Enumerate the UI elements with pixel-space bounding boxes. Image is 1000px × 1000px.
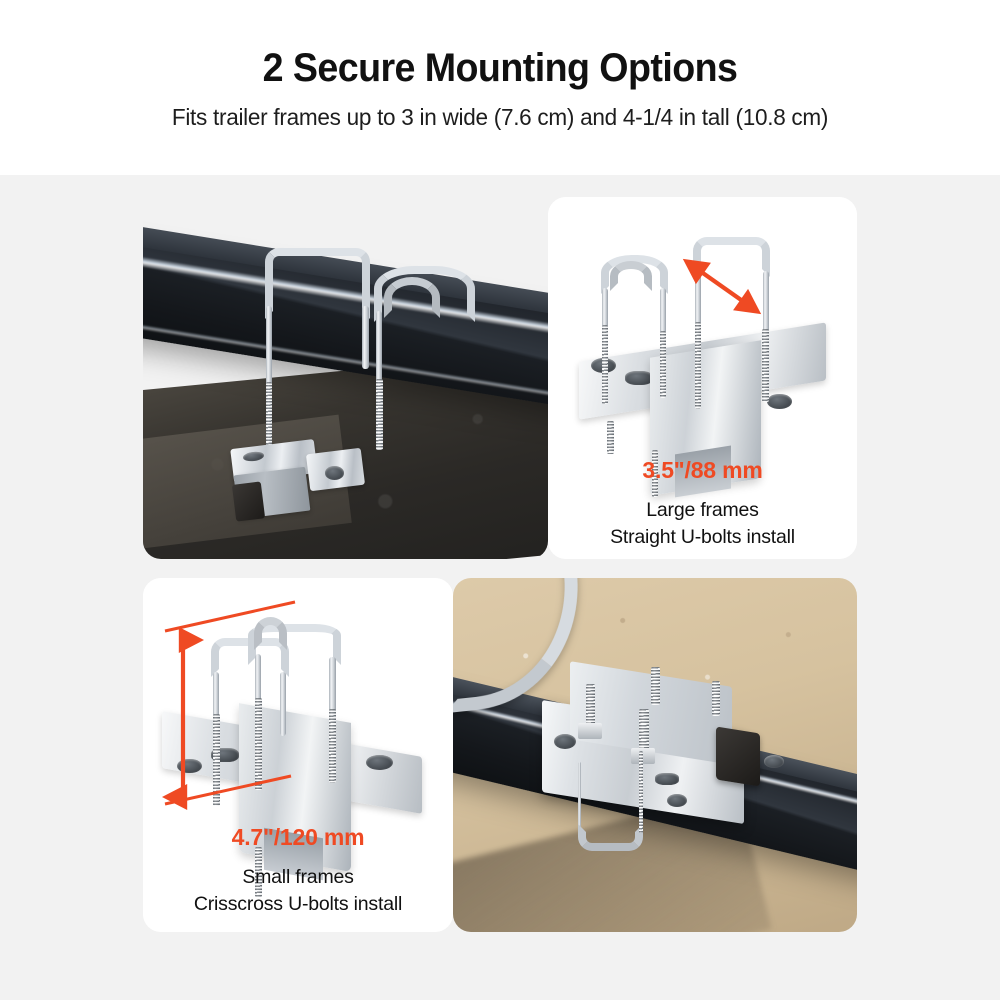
- mount-hole-slot: [625, 370, 654, 386]
- vertical-double-arrow-icon: [162, 600, 296, 811]
- u-bolt-under-beam: [578, 751, 643, 851]
- bolt-upper-mid: [650, 666, 660, 706]
- measurement-label-small: 4.7"/120 mm: [231, 824, 365, 850]
- u-bolt-crossing: [248, 616, 342, 801]
- panel-top-left-photo: [143, 197, 548, 559]
- bolt-front-left: [638, 708, 649, 755]
- bracket-hole-right-2: [764, 755, 785, 768]
- bracket-hole-left-2: [554, 733, 577, 750]
- panel-top-right-callout: 3.5"/88 mm Large frames Straight U-bolts…: [548, 197, 857, 559]
- header: 2 Secure Mounting Options Fits trailer f…: [0, 0, 1000, 175]
- panel-bottom-right-photo: [453, 578, 857, 932]
- photo-scene-trailer-clamp: [143, 197, 548, 559]
- photo-scene-mounted-bracket: [453, 578, 857, 932]
- bolt-upper-left: [586, 684, 596, 727]
- mount-hole-right-2: [366, 755, 393, 770]
- u-bolt-left: [600, 254, 669, 407]
- diagonal-double-arrow-icon: [682, 258, 762, 315]
- bolt-upper-right: [711, 680, 721, 717]
- caption-bottom-left: 4.7"/120 mm Small frames Crisscross U-bo…: [143, 824, 453, 917]
- caption-line-2-large: Straight U-bolts install: [610, 525, 795, 548]
- nut-left: [578, 723, 603, 740]
- page-subtitle: Fits trailer frames up to 3 in wide (7.6…: [171, 104, 829, 130]
- bolt-end-center: [651, 450, 659, 498]
- image-collage: 3.5"/88 mm Large frames Straight U-bolts…: [0, 175, 1000, 1000]
- bracket-assembly: [230, 407, 443, 530]
- caption-line-2-small: Crisscross U-bolts install: [193, 892, 403, 915]
- mount-hole-right: [767, 394, 793, 409]
- caption-top-right: 3.5"/88 mm Large frames Straight U-bolts…: [548, 457, 857, 550]
- product-shot-straight-ubolts: [548, 197, 857, 559]
- bracket-hole-slot-3: [655, 772, 680, 785]
- receiver-tube-cap: [232, 481, 266, 522]
- measurement-label-large: 3.5"/88 mm: [642, 457, 763, 483]
- bracket-hole-lower: [667, 793, 688, 808]
- caption-line-1-large: Large frames: [646, 498, 759, 521]
- panel-bottom-left-callout: 4.7"/120 mm Small frames Crisscross U-bo…: [143, 578, 453, 932]
- bolt-end-left: [606, 421, 614, 455]
- caption-line-1-small: Small frames: [242, 865, 354, 888]
- product-shot-crisscross-ubolts: [143, 578, 453, 932]
- crisscross-u-bolt: [373, 265, 476, 454]
- bolt-end-lower: [254, 847, 263, 897]
- receiver-tube-cap-2: [715, 726, 761, 787]
- page-title: 2 Secure Mounting Options: [262, 46, 738, 90]
- straight-u-bolt: [264, 247, 370, 458]
- nut-mid: [630, 747, 655, 764]
